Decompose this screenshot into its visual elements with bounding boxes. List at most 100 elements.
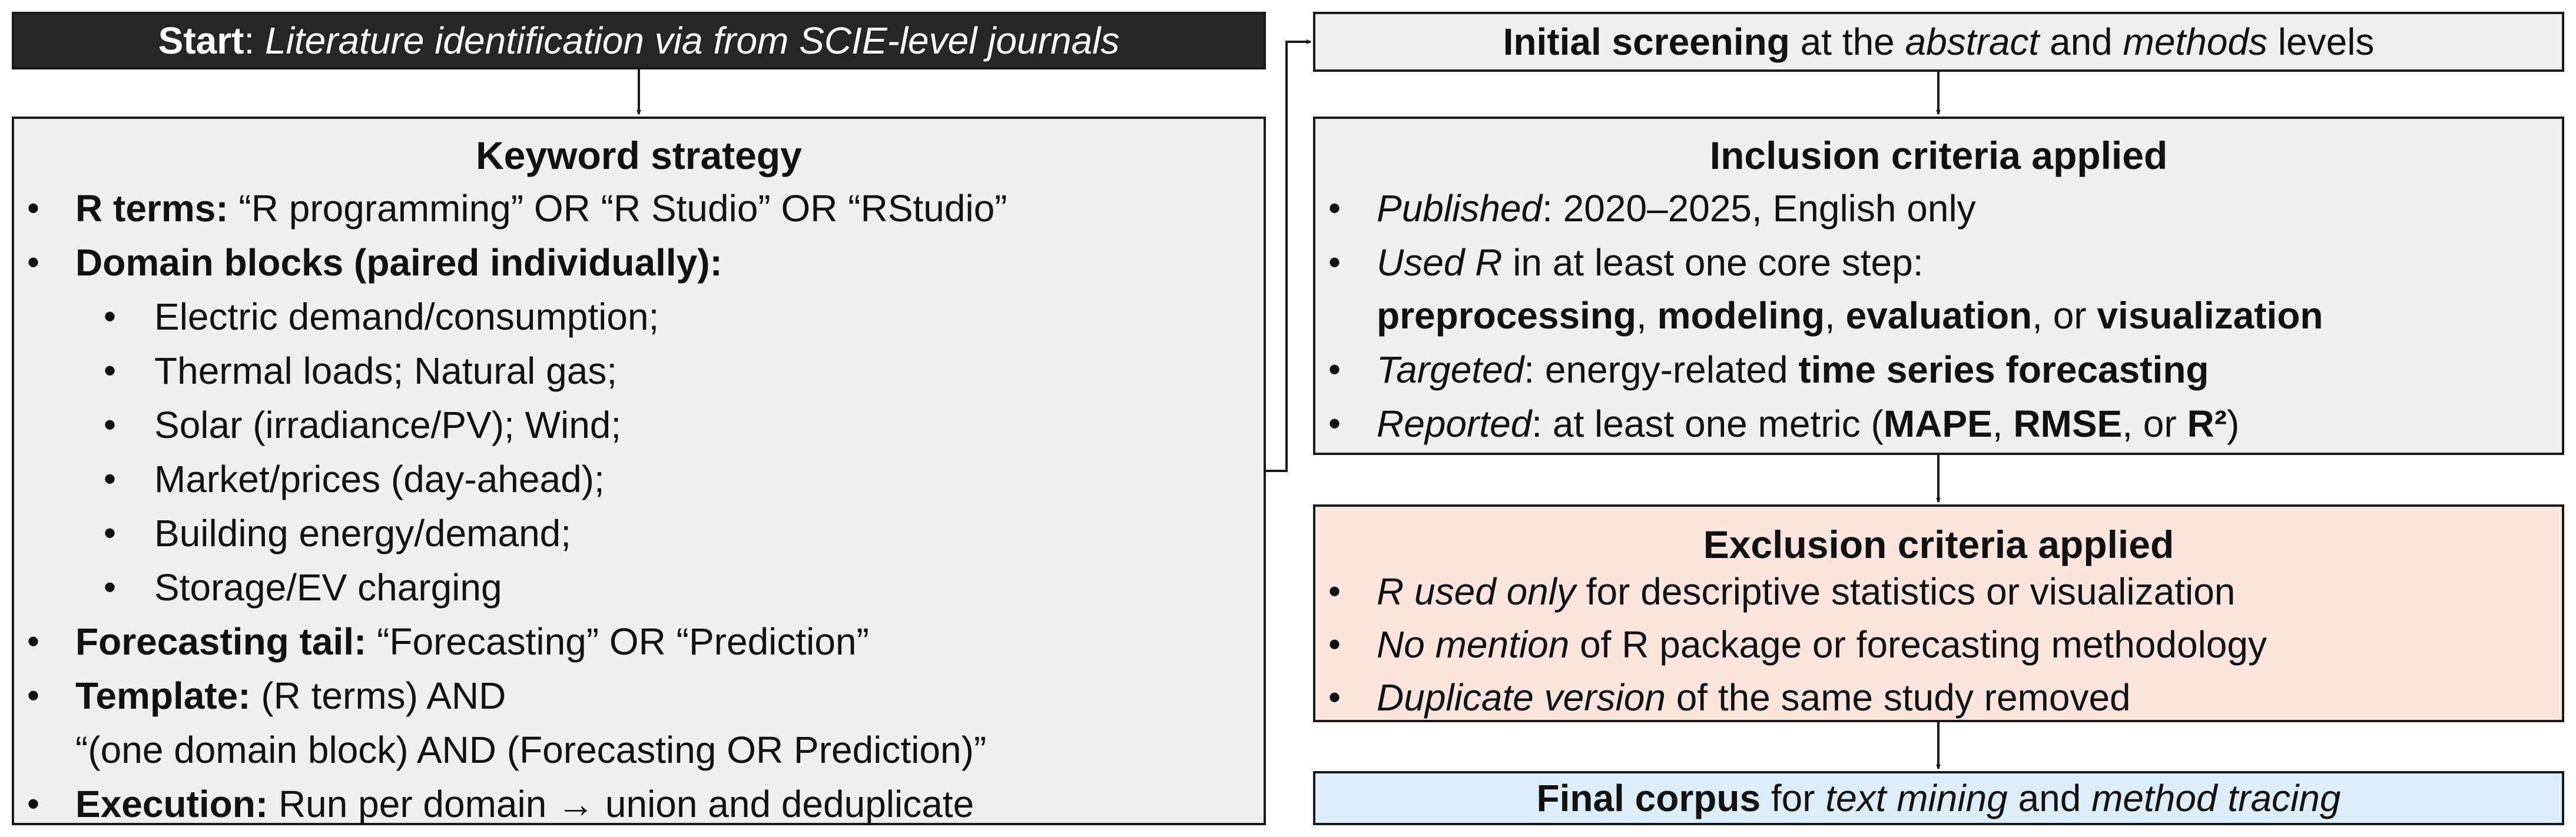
- domain-item: Electric demand/consumption;: [154, 295, 659, 338]
- bullet-domain-1: •: [104, 297, 117, 336]
- final-text: for: [1761, 777, 1826, 819]
- bullet-domain-blocks: •: [27, 243, 40, 282]
- start-text: Literature identification via from SCIE-…: [265, 19, 1120, 62]
- inclusion-title: Inclusion criteria applied: [1709, 134, 2168, 177]
- final-bold: Final corpus: [1536, 777, 1761, 819]
- screening-text: at the: [1789, 21, 1905, 63]
- step-visualization: visualization: [2097, 294, 2323, 337]
- execution-text: Run per domain → union and deduplicate: [268, 783, 974, 825]
- step-sep: ,: [1636, 294, 1657, 337]
- exclusion-title: Exclusion criteria applied: [1703, 523, 2174, 566]
- domain-item: Solar (irradiance/PV); Wind;: [154, 404, 622, 446]
- inclusion-reported: Reported: at least one metric (MAPE, RMS…: [1377, 405, 2239, 443]
- keyword-execution: Execution: Run per domain → union and de…: [75, 785, 974, 823]
- screening-italic: abstract: [1905, 21, 2040, 63]
- start-box: Start: Literature identification via fro…: [12, 12, 1266, 69]
- exclusion-text: of R package or forecasting methodology: [1569, 623, 2267, 666]
- bullet-tail: •: [27, 622, 40, 661]
- inclusion-targeted: Targeted: energy-related time series for…: [1377, 351, 2209, 388]
- bullet-domain-4: •: [104, 459, 117, 499]
- metric-end: ): [2227, 403, 2240, 445]
- exclusion-item: Duplicate version of the same study remo…: [1377, 679, 2131, 716]
- bullet-exclusion-1: •: [1328, 572, 1341, 611]
- screening-text: and: [2039, 21, 2123, 63]
- published-label: Published: [1377, 187, 1543, 230]
- published-text: : 2020–2025, English only: [1542, 187, 1976, 230]
- exclusion-label: Duplicate version: [1377, 676, 1666, 719]
- exclusion-item: R used only for descriptive statistics o…: [1377, 573, 2235, 610]
- screening-text: levels: [2267, 21, 2375, 63]
- domain-item: Storage/EV charging: [154, 566, 502, 609]
- inclusion-criteria-box: Inclusion criteria applied • Published: …: [1313, 117, 2564, 455]
- domain-item: Market/prices (day-ahead);: [154, 458, 605, 500]
- bullet-used-r: •: [1328, 243, 1341, 282]
- used-r-text: in at least one core step:: [1502, 241, 1924, 284]
- keyword-template-continuation: “(one domain block) AND (Forecasting OR …: [75, 729, 987, 771]
- final-italic: text mining: [1825, 777, 2008, 819]
- bullet-exclusion-2: •: [1328, 625, 1341, 664]
- r-terms-text: “R programming” OR “R Studio” OR “RStudi…: [228, 187, 1007, 230]
- step-sep: , or: [2032, 294, 2097, 337]
- reported-text: : at least one metric (: [1531, 403, 1884, 445]
- tail-label: Forecasting tail:: [75, 620, 367, 663]
- metric-mape: MAPE: [1883, 403, 1992, 445]
- metric-rmse: RMSE: [2013, 403, 2123, 445]
- exclusion-criteria-box: Exclusion criteria applied • R used only…: [1313, 504, 2564, 722]
- inclusion-core-steps: preprocessing, modeling, evaluation, or …: [1377, 297, 2323, 334]
- metric-sep: , or: [2122, 403, 2187, 445]
- tail-text: “Forecasting” OR “Prediction”: [366, 620, 869, 663]
- step-preprocessing: preprocessing: [1377, 294, 1637, 337]
- r-terms-label: R terms:: [75, 187, 228, 230]
- keyword-domain-blocks: Domain blocks (paired individually):: [75, 244, 722, 281]
- domain-item: Building energy/demand;: [154, 512, 572, 554]
- inclusion-published: Published: 2020–2025, English only: [1377, 190, 1976, 227]
- step-modeling: modeling: [1657, 294, 1825, 337]
- bullet-domain-2: •: [104, 351, 117, 390]
- exclusion-text: of the same study removed: [1665, 676, 2131, 719]
- inclusion-used-r: Used R in at least one core step:: [1377, 244, 1924, 281]
- bullet-published: •: [1328, 188, 1341, 228]
- used-r-label: Used R: [1377, 241, 1503, 284]
- exclusion-label: R used only: [1377, 570, 1576, 613]
- keyword-strategy-title: Keyword strategy: [476, 134, 802, 177]
- reported-label: Reported: [1377, 403, 1532, 445]
- initial-screening-box: Initial screening at the abstract and me…: [1313, 12, 2564, 72]
- keyword-forecasting-tail: Forecasting tail: “Forecasting” OR “Pred…: [75, 623, 869, 660]
- bullet-exclusion-3: •: [1328, 677, 1341, 717]
- final-italic: method tracing: [2091, 777, 2341, 819]
- bullet-domain-6: •: [104, 567, 117, 607]
- screening-bold: Initial screening: [1503, 21, 1790, 63]
- exclusion-text: for descriptive statistics or visualizat…: [1575, 570, 2236, 613]
- keyword-strategy-box: Keyword strategy • R terms: “R programmi…: [12, 117, 1266, 825]
- exclusion-label: No mention: [1377, 623, 1570, 666]
- final-text: and: [2007, 777, 2092, 819]
- bullet-domain-5: •: [104, 513, 117, 553]
- screening-italic: methods: [2123, 21, 2267, 63]
- bullet-reported: •: [1328, 404, 1341, 443]
- targeted-bold: time series forecasting: [1798, 348, 2209, 391]
- bullet-targeted: •: [1328, 350, 1341, 389]
- metric-r2: R²: [2187, 403, 2227, 445]
- exclusion-item: No mention of R package or forecasting m…: [1377, 626, 2267, 663]
- bullet-template: •: [27, 676, 40, 715]
- start-label: Start: [158, 19, 244, 62]
- bullet-r-terms: •: [27, 188, 40, 228]
- keyword-r-terms: R terms: “R programming” OR “R Studio” O…: [75, 190, 1007, 227]
- final-corpus-box: Final corpus for text mining and method …: [1313, 771, 2564, 825]
- targeted-text: : energy-related: [1524, 348, 1799, 391]
- domain-blocks-label: Domain blocks (paired individually):: [75, 241, 722, 284]
- step-evaluation: evaluation: [1845, 294, 2033, 337]
- execution-label: Execution:: [75, 783, 268, 825]
- bullet-domain-3: •: [104, 405, 117, 444]
- targeted-label: Targeted: [1377, 348, 1524, 391]
- template-label: Template:: [75, 675, 251, 717]
- arrow-keyword-to-screening: [1266, 39, 1311, 472]
- keyword-template: Template: (R terms) AND: [75, 677, 506, 715]
- step-sep: ,: [1825, 294, 1846, 337]
- domain-item: Thermal loads; Natural gas;: [154, 350, 618, 392]
- start-separator: :: [244, 19, 266, 62]
- bullet-execution: •: [27, 784, 40, 823]
- metric-sep: ,: [1992, 403, 2014, 445]
- template-text: (R terms) AND: [250, 675, 506, 717]
